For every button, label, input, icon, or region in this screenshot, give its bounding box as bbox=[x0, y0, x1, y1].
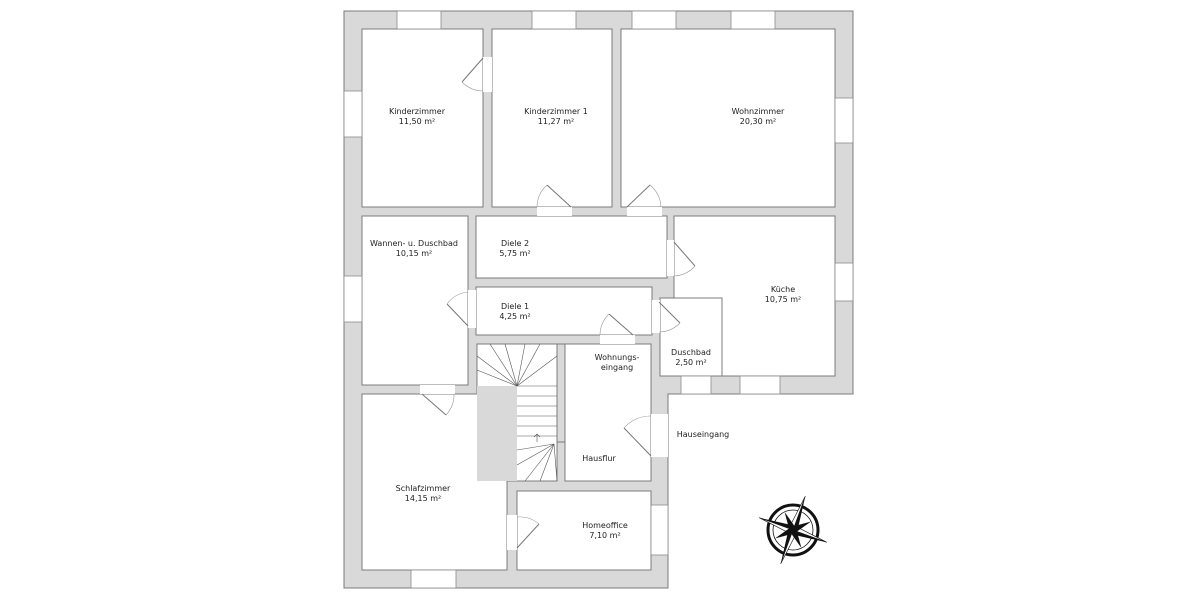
windows bbox=[343, 10, 854, 589]
label-wohnungseingang-1: Wohnungs- bbox=[595, 353, 640, 362]
room-wohnzimmer bbox=[620, 28, 836, 208]
room-diele-1 bbox=[475, 286, 653, 336]
doors bbox=[420, 57, 696, 550]
area-duschbad: 2,50 m² bbox=[675, 358, 706, 367]
room-homeoffice bbox=[516, 490, 652, 571]
room-diele-2 bbox=[475, 215, 668, 279]
label-diele-2: Diele 2 bbox=[501, 239, 529, 248]
compass-rose-icon bbox=[759, 496, 827, 564]
label-wohnungseingang-2: eingang bbox=[601, 363, 633, 372]
label-diele-1: Diele 1 bbox=[501, 302, 529, 311]
label-duschbad: Duschbad bbox=[671, 348, 711, 357]
room-labels: Kinderzimmer 11,50 m² Kinderzimmer 1 11,… bbox=[370, 107, 801, 540]
label-schlafzimmer: Schlafzimmer bbox=[396, 484, 451, 493]
label-wannenbad: Wannen- u. Duschbad bbox=[370, 239, 458, 248]
label-homeoffice: Homeoffice bbox=[582, 521, 628, 530]
label-hausflur: Hausflur bbox=[582, 454, 616, 463]
stair-newel bbox=[556, 343, 566, 443]
area-diele-1: 4,25 m² bbox=[499, 312, 530, 321]
room-kinderzimmer bbox=[361, 28, 484, 208]
label-kueche: Küche bbox=[771, 285, 795, 294]
stair-treads bbox=[476, 343, 558, 482]
room-hausflur bbox=[564, 343, 652, 482]
area-kinderzimmer: 11,50 m² bbox=[399, 117, 435, 126]
label-wohnzimmer: Wohnzimmer bbox=[732, 107, 785, 116]
area-schlafzimmer: 14,15 m² bbox=[405, 494, 441, 503]
room-duschbad bbox=[659, 297, 723, 377]
label-hauseingang: Hauseingang bbox=[677, 430, 730, 439]
area-kinderzimmer-1: 11,27 m² bbox=[538, 117, 574, 126]
area-homeoffice: 7,10 m² bbox=[589, 531, 620, 540]
area-diele-2: 5,75 m² bbox=[499, 249, 530, 258]
area-wohnzimmer: 20,30 m² bbox=[740, 117, 776, 126]
room-kinderzimmer-1 bbox=[491, 28, 613, 208]
area-kueche: 10,75 m² bbox=[765, 295, 801, 304]
label-kinderzimmer: Kinderzimmer bbox=[389, 107, 446, 116]
area-wannenbad: 10,15 m² bbox=[396, 249, 432, 258]
label-kinderzimmer-1: Kinderzimmer 1 bbox=[524, 107, 588, 116]
stair-wall bbox=[477, 386, 517, 481]
